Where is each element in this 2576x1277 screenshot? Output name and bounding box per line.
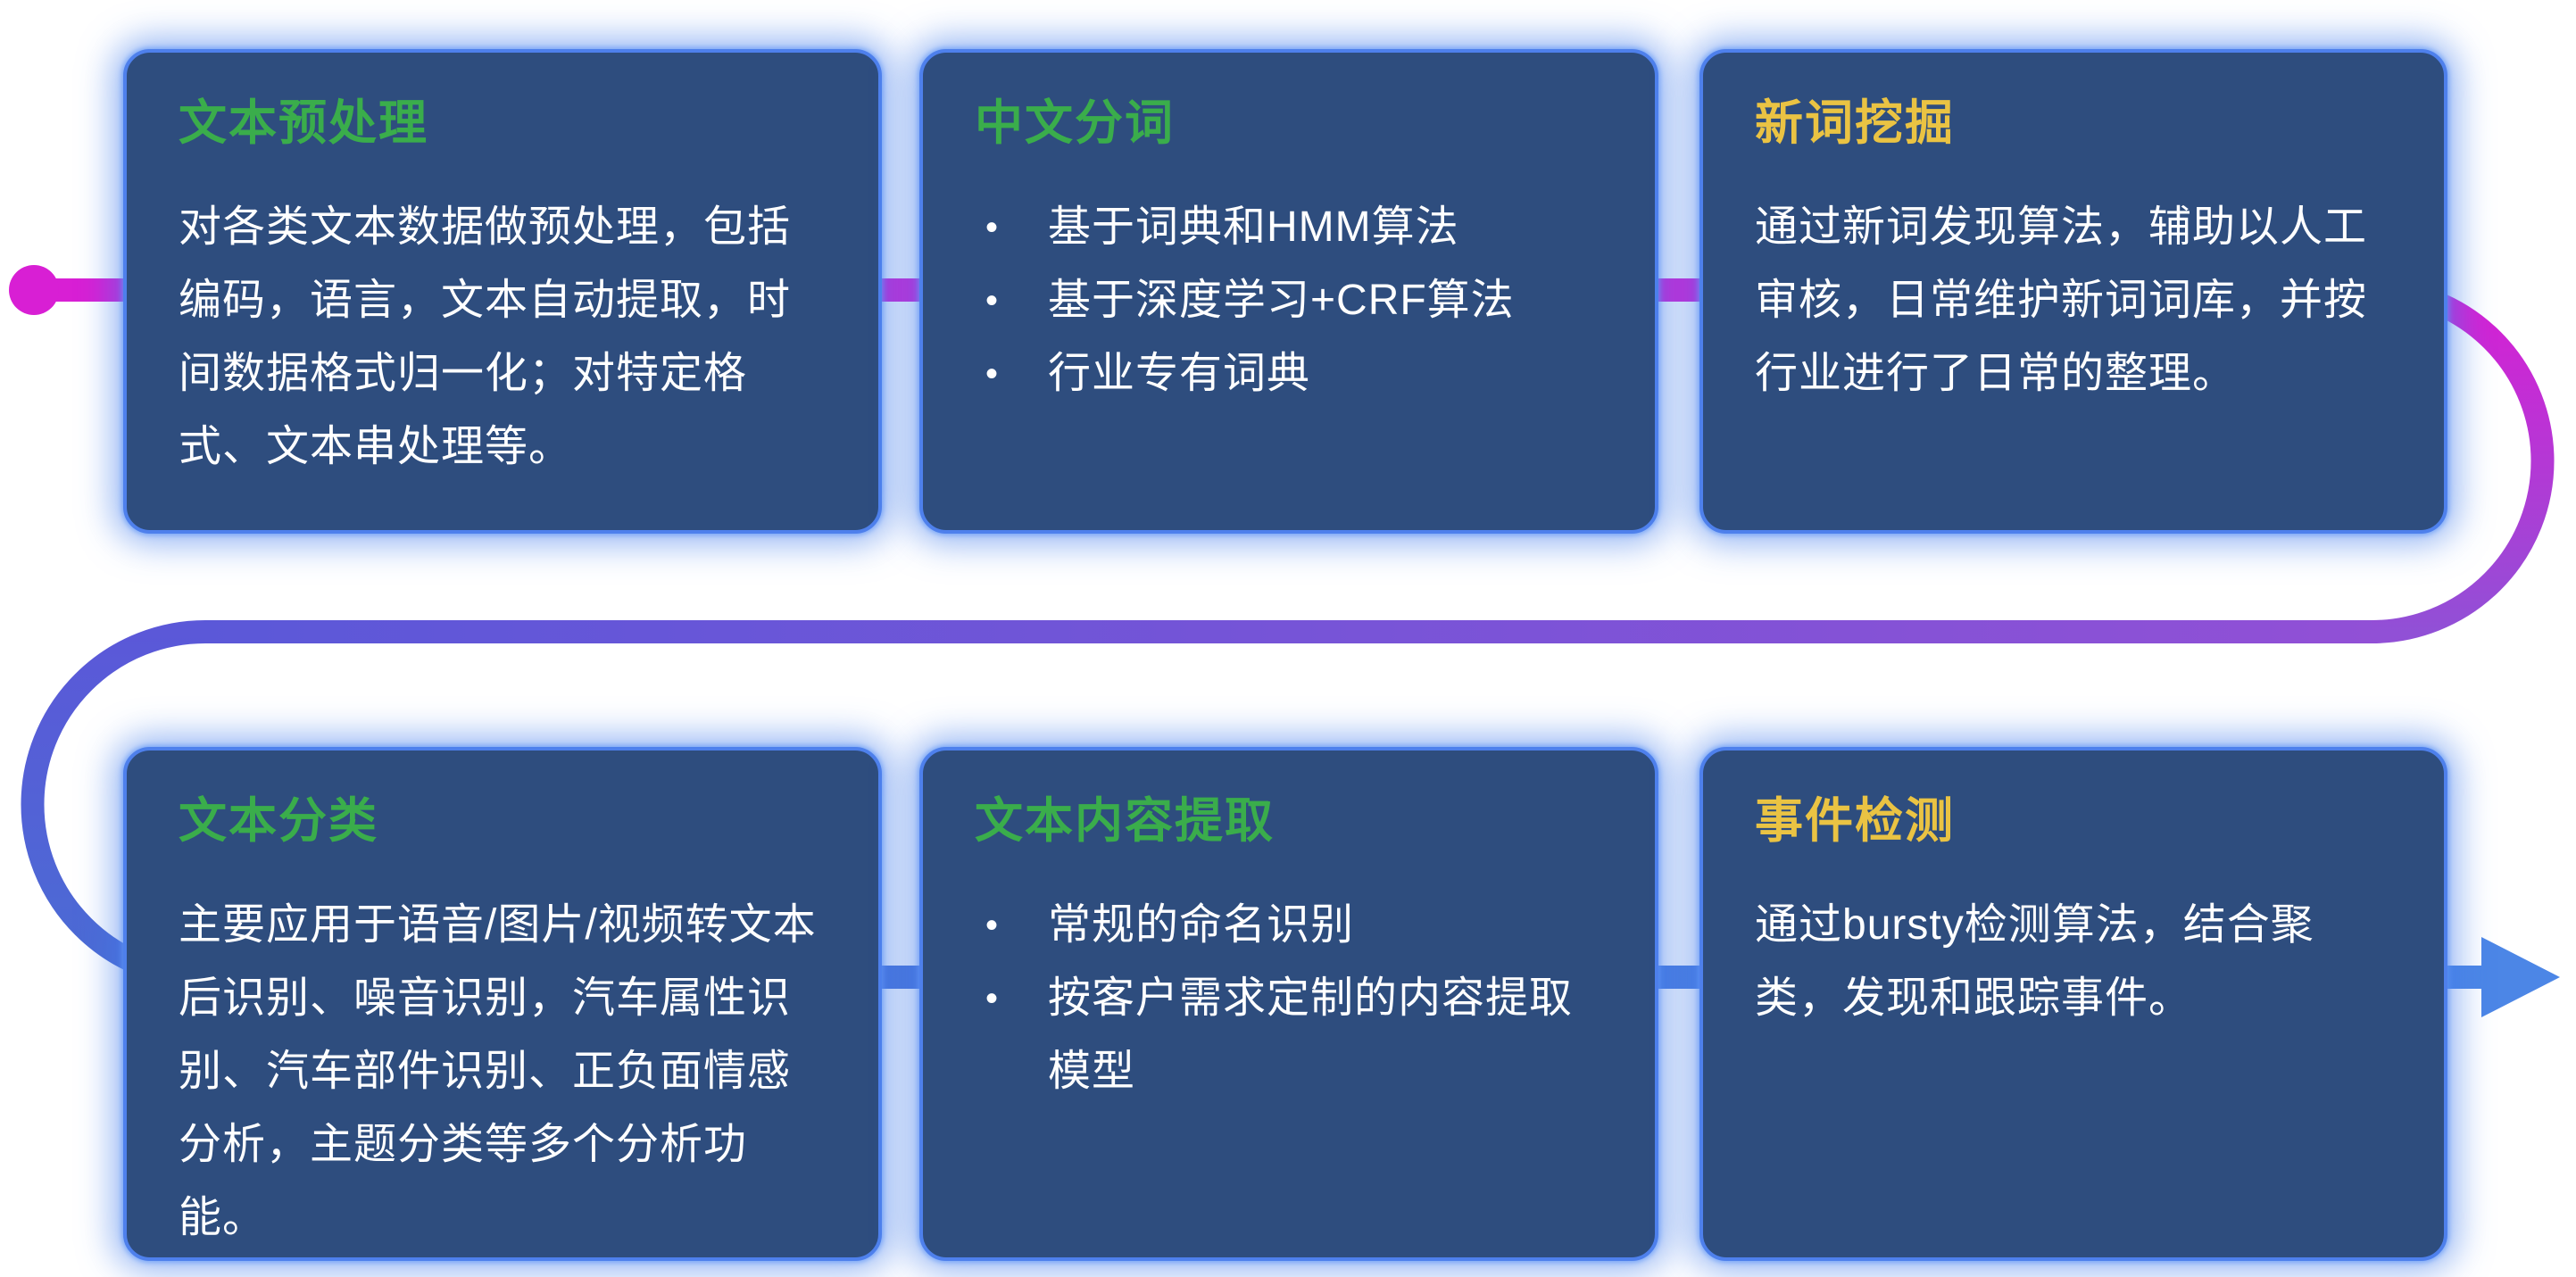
bullet-icon: •: [985, 979, 1000, 1019]
card-paragraph: 通过新词发现算法，辅助以人工审核，日常维护新词词库，并按行业进行了日常的整理。: [1755, 203, 2368, 398]
bullet-item: • 行业专有词典: [975, 337, 1603, 410]
card-chinese-word-segmentation: 中文分词 • 基于词典和HMM算法 • 基于深度学习+CRF算法 • 行业专有词…: [919, 49, 1658, 534]
card-paragraph: 主要应用于语音/图片/视频转文本后识别、噪音识别，汽车属性识别、汽车部件识别、正…: [179, 901, 817, 1242]
flow-end-arrow-icon: [2481, 937, 2560, 1017]
card-paragraph: 通过bursty检测算法，结合聚类，发现和跟踪事件。: [1755, 901, 2314, 1023]
card-text-preprocessing: 文本预处理 对各类文本数据做预处理，包括编码，语言，文本自动提取，时间数据格式归…: [123, 49, 882, 534]
flow-start-dot-icon: [9, 265, 59, 315]
card-text-content-extraction: 文本内容提取 • 常规的命名识别 • 按客户需求定制的内容提取模型: [919, 747, 1658, 1261]
bullet-item: • 常规的命名识别: [975, 889, 1603, 962]
card-title: 新词挖掘: [1755, 96, 1955, 150]
bullet-icon: •: [985, 906, 1000, 946]
card-text-classification: 文本分类 主要应用于语音/图片/视频转文本后识别、噪音识别，汽车属性识别、汽车部…: [123, 747, 882, 1261]
bullet-list: • 常规的命名识别 • 按客户需求定制的内容提取模型: [975, 889, 1603, 1108]
bullet-icon: •: [985, 354, 1000, 394]
bullet-item: • 按客户需求定制的内容提取模型: [975, 962, 1603, 1108]
bullet-icon: •: [985, 281, 1000, 321]
card-title: 文本分类: [179, 794, 378, 848]
bullet-text: 基于词典和HMM算法: [1048, 203, 1459, 252]
card-paragraph: 对各类文本数据做预处理，包括编码，语言，文本自动提取，时间数据格式归一化；对特定…: [179, 203, 792, 471]
bullet-text: 常规的命名识别: [1048, 901, 1355, 949]
bullet-text: 基于深度学习+CRF算法: [1048, 277, 1515, 325]
bullet-item: • 基于深度学习+CRF算法: [975, 264, 1603, 337]
bullet-item: • 基于词典和HMM算法: [975, 191, 1603, 264]
card-title: 文本预处理: [179, 96, 428, 150]
bullet-text: 按客户需求定制的内容提取模型: [1048, 974, 1574, 1096]
card-title: 中文分词: [975, 96, 1175, 150]
bullet-text: 行业专有词典: [1048, 350, 1311, 398]
card-title: 文本内容提取: [975, 794, 1275, 848]
card-event-detection: 事件检测 通过bursty检测算法，结合聚类，发现和跟踪事件。: [1699, 747, 2447, 1261]
card-new-word-mining: 新词挖掘 通过新词发现算法，辅助以人工审核，日常维护新词词库，并按行业进行了日常…: [1699, 49, 2447, 534]
bullet-list: • 基于词典和HMM算法 • 基于深度学习+CRF算法 • 行业专有词典: [975, 191, 1603, 410]
bullet-icon: •: [985, 208, 1000, 248]
flow-curve-right: [2371, 278, 2555, 643]
card-title: 事件检测: [1755, 794, 1955, 848]
